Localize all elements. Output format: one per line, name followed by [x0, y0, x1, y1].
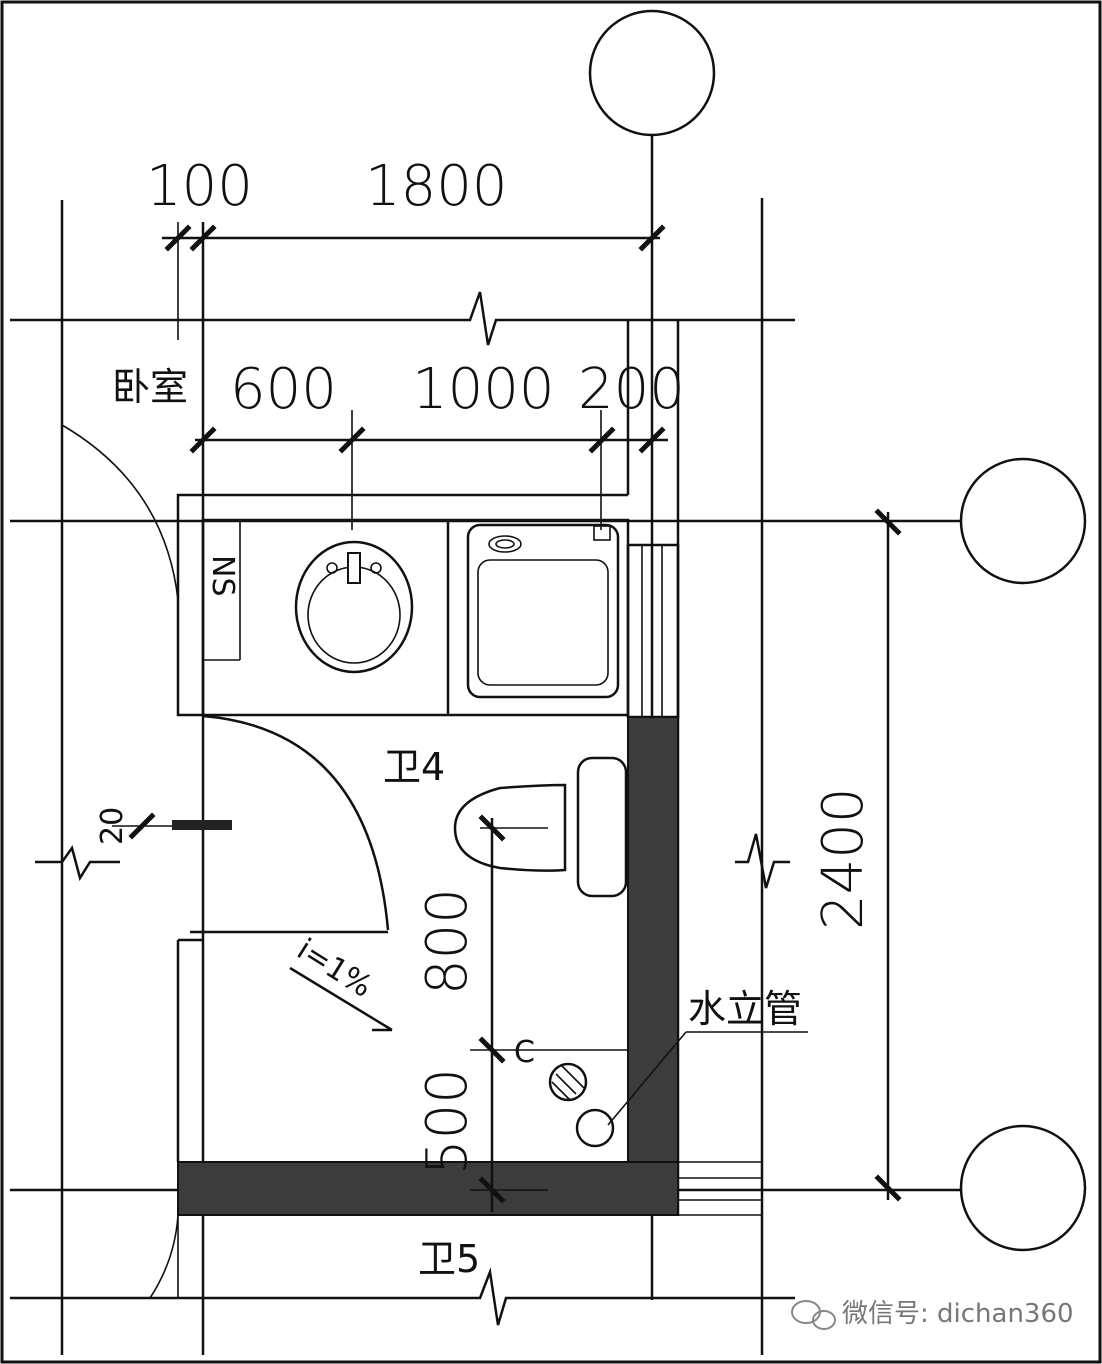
tub-drain-icon	[488, 535, 522, 553]
riser-leader	[607, 1031, 687, 1126]
water-riser-label: 水立管	[688, 987, 802, 1031]
faucet-icon	[347, 552, 361, 584]
tub-tap-icon	[593, 525, 611, 541]
dim-text-2400: 2400	[811, 787, 876, 930]
room-label-wei5: 卫5	[418, 1237, 480, 1281]
water-riser-icon	[575, 1108, 615, 1148]
washbasin-outer	[294, 540, 414, 674]
toilet-bowl	[453, 783, 567, 872]
dim-tick	[588, 426, 616, 454]
break-line-top	[10, 291, 795, 346]
floor-drain-hatch	[555, 1073, 577, 1095]
dim-tick	[478, 814, 506, 842]
dim-tick	[874, 1174, 902, 1202]
axis-bubble-right-lower	[959, 1124, 1087, 1252]
room-label-bedroom: 卧室	[112, 365, 188, 409]
tub-drain-icon	[495, 539, 515, 549]
floor-drain-icon	[548, 1062, 588, 1102]
valve-label-c: C	[514, 1035, 535, 1070]
dim-tick	[478, 1176, 506, 1204]
door-swing-arc	[202, 714, 390, 931]
dim-text-20: 20	[95, 807, 130, 845]
break-line-bottom	[10, 1267, 795, 1326]
dim-text-1000: 1000	[412, 357, 555, 422]
watermark-text: 微信号: dichan360	[842, 1299, 1074, 1329]
bathtub-outer	[466, 523, 620, 699]
bathtub-inner	[477, 559, 609, 686]
bedroom-door-arc	[61, 424, 179, 601]
dim-tick	[189, 224, 217, 252]
axis-bubble-right-upper	[959, 457, 1087, 585]
floor-drain-hatch	[551, 1081, 571, 1101]
room-outline	[176, 493, 628, 717]
dim-tick	[128, 812, 156, 840]
slope-arrow	[289, 966, 393, 1032]
faucet-handle	[326, 562, 338, 574]
toilet-tank	[576, 756, 628, 898]
faucet-handle	[370, 562, 382, 574]
wall-hatch	[172, 820, 232, 830]
shaft-label-ns: NS	[205, 555, 240, 596]
dim-tick	[638, 224, 666, 252]
dim-text-100: 100	[146, 154, 253, 219]
dim-tick	[638, 426, 666, 454]
wechat-logo-icon	[791, 1300, 836, 1330]
dim-tick	[478, 1036, 506, 1064]
dim-text-800: 800	[415, 888, 480, 995]
axis-bubble-top	[588, 9, 716, 137]
dim-text-1800: 1800	[365, 154, 508, 219]
dim-text-200: 200	[578, 357, 685, 422]
lower-door-leaf	[149, 1214, 179, 1299]
dim-tick	[164, 224, 192, 252]
break-line-left	[35, 845, 120, 882]
wall-solid-right	[627, 716, 679, 1216]
room-label-wei4: 卫4	[383, 745, 445, 789]
dim-tick	[189, 426, 217, 454]
floor-drain-hatch	[561, 1065, 585, 1089]
dim-text-500: 500	[415, 1068, 480, 1175]
dim-tick	[874, 508, 902, 536]
dim-text-600: 600	[230, 357, 337, 422]
